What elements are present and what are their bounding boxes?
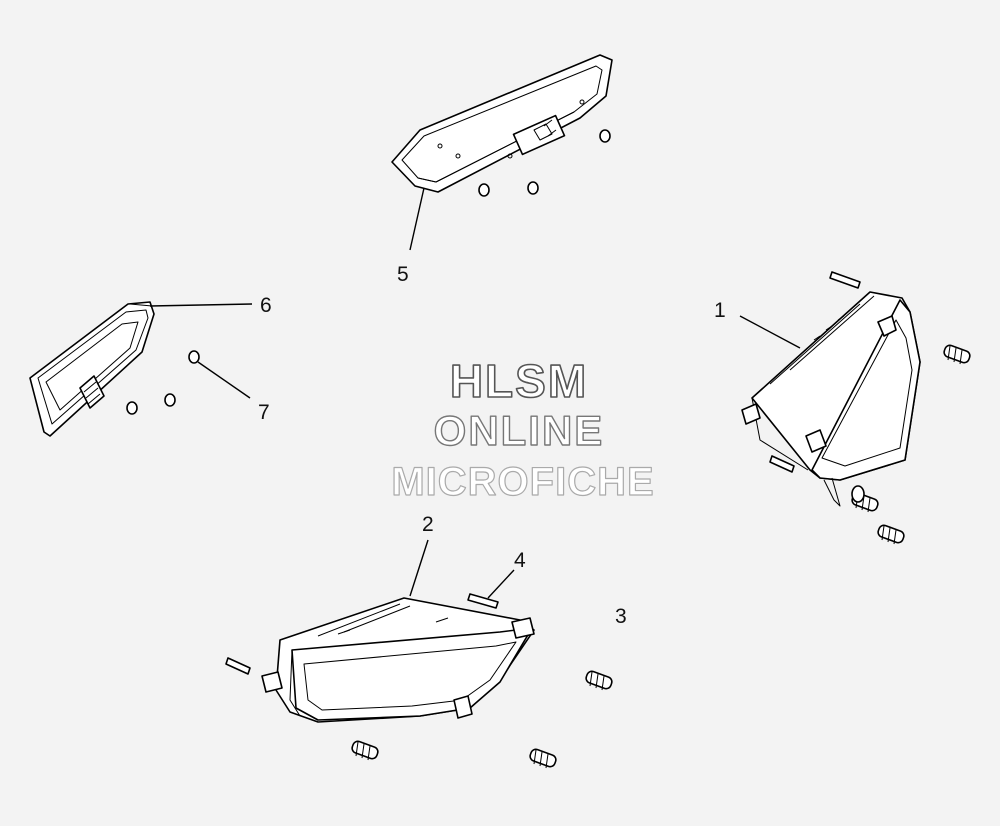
part-6-left-lamp — [29, 301, 155, 437]
part-3-springs — [351, 670, 613, 769]
part-7-nuts — [126, 350, 200, 415]
watermark-line-3: MICROFICHE — [391, 460, 654, 504]
callout-5: 5 — [397, 263, 409, 286]
callout-6: 6 — [260, 294, 272, 317]
callout-1: 1 — [714, 299, 726, 322]
part-5-top-lamp-panel — [391, 54, 613, 193]
leader-line-4 — [487, 569, 515, 599]
part-1-springs — [851, 344, 971, 545]
watermark-line-2: ONLINE — [434, 407, 605, 454]
leader-line-5 — [409, 187, 425, 251]
part-5-nuts — [478, 129, 611, 197]
part-1-screws — [769, 271, 861, 473]
leader-line-2 — [409, 539, 429, 597]
leader-line-7 — [197, 361, 251, 399]
watermark-line-1: HLSM — [450, 355, 588, 407]
callout-2: 2 — [422, 513, 434, 536]
part-4-screws — [225, 593, 499, 675]
part-1-right-lamp — [741, 291, 921, 507]
callout-3: 3 — [615, 605, 627, 628]
leader-line-6 — [149, 303, 253, 307]
part-2-lower-lamp — [261, 597, 535, 723]
leader-line-1 — [739, 315, 801, 349]
callout-7: 7 — [258, 401, 270, 424]
callout-4: 4 — [514, 549, 526, 572]
